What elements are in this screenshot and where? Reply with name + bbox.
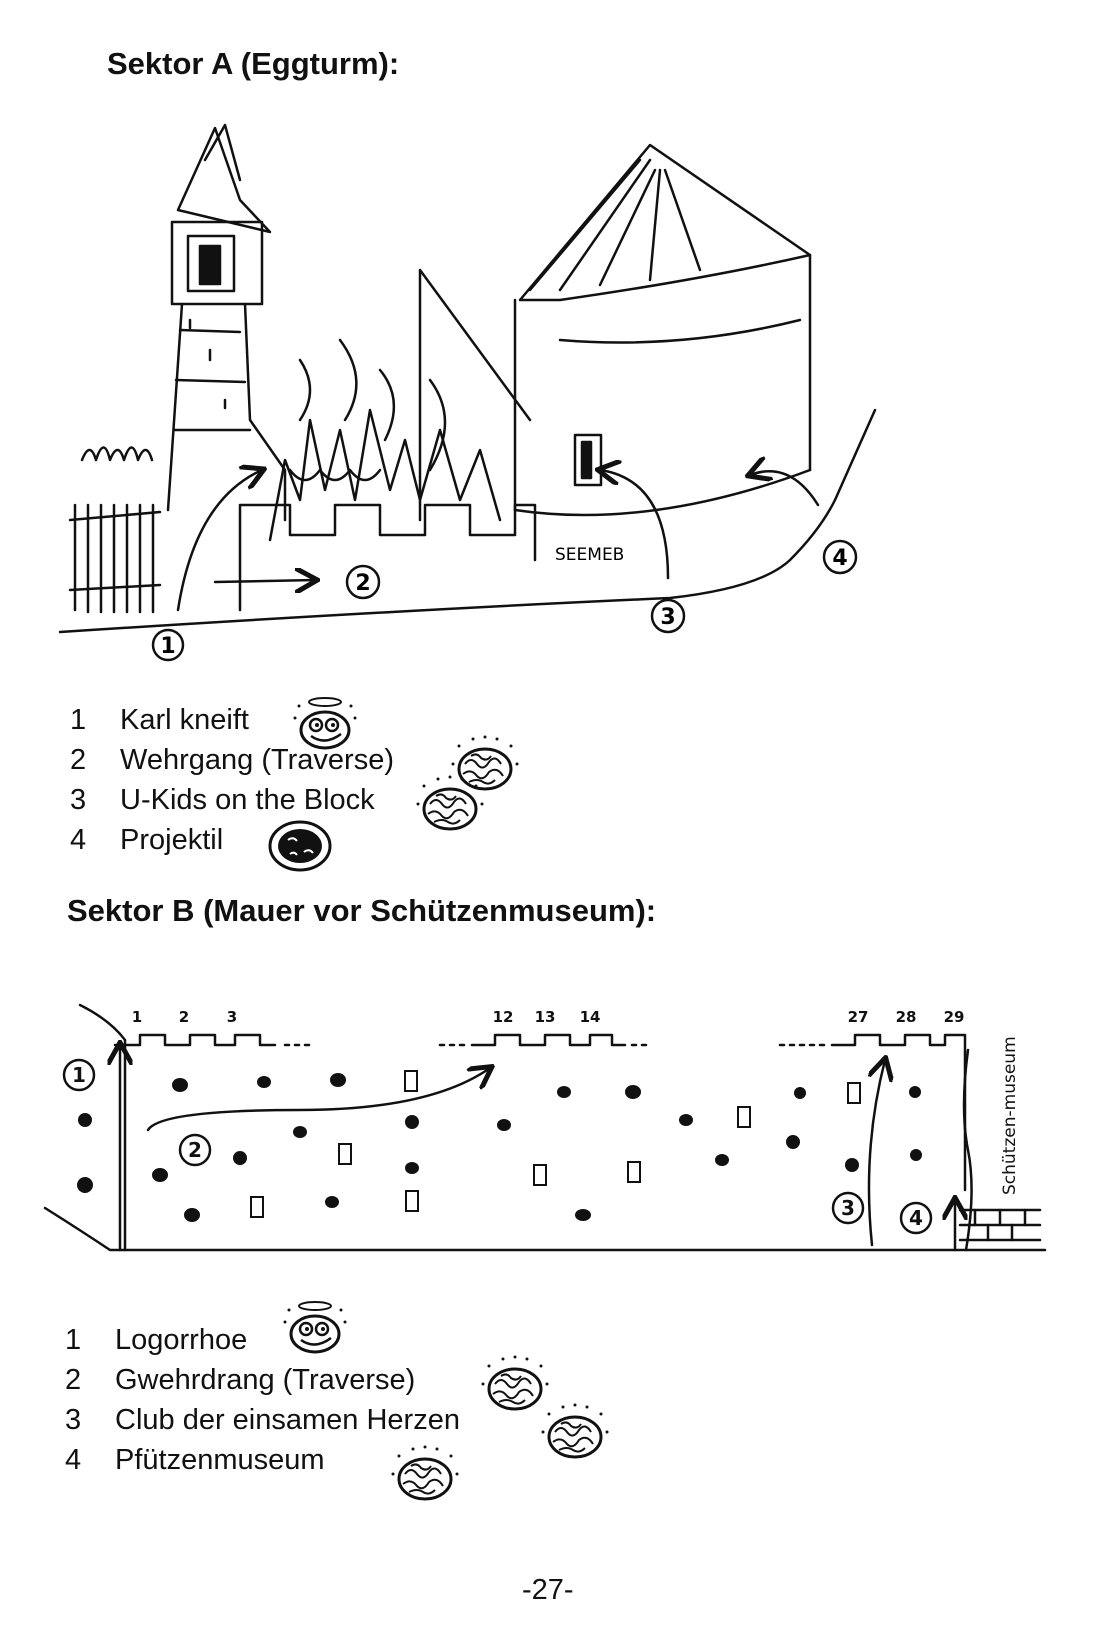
route-name: Wehrgang (Traverse)	[120, 744, 394, 776]
climbing-holds	[77, 1073, 922, 1222]
scribble-ball-icon	[385, 1444, 465, 1504]
round-tower	[513, 143, 812, 517]
crenellated-wall	[238, 503, 537, 612]
route-1-arrow	[176, 470, 262, 612]
sketch-a-label-3: 3	[660, 605, 675, 630]
route-name: Club der einsamen Herzen	[115, 1404, 460, 1436]
sketch-b-label-2: 2	[188, 1138, 202, 1162]
route-4-arrow	[750, 471, 820, 507]
list-item: 4 Projektil	[70, 820, 394, 860]
route-name: U-Kids on the Block	[120, 784, 375, 816]
sketch-b-label-4: 4	[909, 1206, 923, 1230]
sketch-b-label-3: 3	[841, 1196, 855, 1220]
sketch-a-label-2: 2	[355, 571, 370, 596]
route-name: Logorrhoe	[115, 1324, 248, 1356]
page-number: -27-	[522, 1574, 574, 1606]
route-number: 2	[65, 1364, 82, 1396]
scribble-ball-icon	[535, 1402, 615, 1462]
wall-base	[43, 1206, 1047, 1252]
route-number: 1	[65, 1324, 82, 1356]
museum-bricks	[958, 1208, 1042, 1242]
ground-line	[58, 408, 877, 634]
route-number: 1	[70, 704, 87, 736]
sector-a-sketch: 1 2 3 4 SEEMEB	[58, 123, 877, 662]
battlement-number: 27	[848, 1008, 869, 1026]
sketch-a-label-1: 1	[160, 634, 175, 659]
sketch-b-label-1: 1	[72, 1063, 86, 1087]
battlement-number: 12	[493, 1008, 514, 1026]
sector-b-heading: Sektor B (Mauer vor Schützenmuseum):	[67, 893, 657, 928]
route-2-arrow	[213, 580, 315, 582]
route-number: 2	[70, 744, 87, 776]
wall-graffiti: SEEMEB	[555, 545, 624, 565]
route-3-arrow	[600, 470, 670, 580]
sector-a-heading: Sektor A (Eggturm):	[107, 46, 400, 81]
bushes	[268, 268, 532, 542]
museum-label: Schützen-museum	[1000, 1036, 1020, 1195]
route-name: Projektil	[120, 824, 224, 856]
scribble-ball-icon	[410, 774, 490, 834]
route-number: 4	[65, 1444, 82, 1476]
route-number: 4	[70, 824, 87, 856]
route-name: Gwehrdrang (Traverse)	[115, 1364, 416, 1396]
list-item: 3 Club der einsamen Herzen	[65, 1400, 460, 1440]
battlement-number: 29	[944, 1008, 965, 1026]
battlement-number: 14	[580, 1008, 601, 1026]
list-item: 1 Logorrhoe	[65, 1320, 460, 1360]
battlement-number: 2	[179, 1008, 189, 1026]
battlement-number: 28	[896, 1008, 917, 1026]
route-3-arrow	[867, 1060, 885, 1247]
sector-a-legend: 1 Karl kneift 2 Wehrgang (Traverse) 3 U-Kid…	[70, 700, 394, 860]
battlement-number: 13	[535, 1008, 556, 1026]
list-item: 3 U-Kids on the Block	[70, 780, 394, 820]
route-name: Pfützenmuseum	[115, 1444, 325, 1476]
dark-scribble-ball-icon	[260, 814, 340, 874]
route-name: Karl kneift	[120, 704, 249, 736]
route-number: 3	[70, 784, 87, 816]
route-2-arrow	[146, 1068, 490, 1132]
list-item: 2 Gwehrdrang (Traverse)	[65, 1360, 460, 1400]
sector-b-sketch: 1 2 3 12 13 14 27 28 29 1 2 3 4 Schützen…	[43, 1003, 1047, 1252]
battlement-number: 1	[132, 1008, 142, 1026]
list-item: 2 Wehrgang (Traverse)	[70, 740, 394, 780]
list-item: 4 Pfützenmuseum	[65, 1440, 460, 1480]
wall-windows	[250, 1070, 861, 1218]
battlements-middle	[470, 1033, 627, 1047]
sector-b-legend: 1 Logorrhoe 2 Gwehrdrang (Traverse) 3 Club …	[65, 1320, 460, 1480]
sketch-a-label-4: 4	[832, 546, 847, 571]
eggturm-tower	[166, 123, 287, 522]
battlements-left	[113, 1033, 277, 1047]
fence	[68, 446, 162, 614]
battlements-right	[830, 1033, 967, 1192]
list-item: 1 Karl kneift	[70, 700, 394, 740]
route-number: 3	[65, 1404, 82, 1436]
battlement-number: 3	[227, 1008, 237, 1026]
smiley-halo-icon	[275, 1298, 355, 1358]
